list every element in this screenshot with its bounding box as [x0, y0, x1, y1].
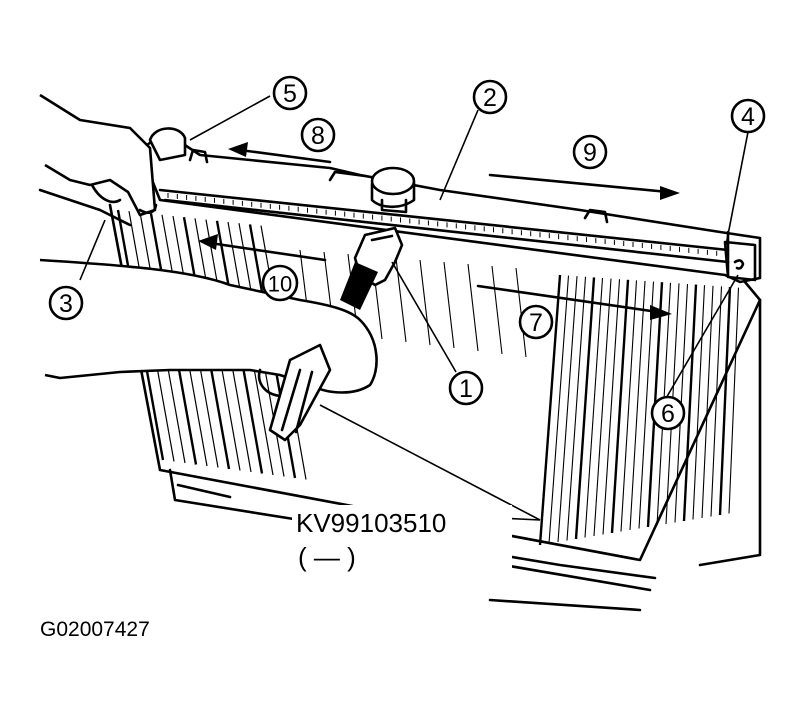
callout-9: 9	[572, 134, 608, 170]
core-fin-line	[682, 284, 698, 522]
radiator-cap	[370, 166, 416, 214]
arrow-9	[488, 173, 680, 200]
callout-8: 8	[300, 117, 336, 153]
core-fin-line	[610, 279, 630, 534]
core-fin-line	[467, 263, 479, 352]
callout-7: 7	[518, 304, 554, 340]
callout-2: 2	[472, 79, 508, 115]
core-fin-line	[602, 279, 621, 535]
tool-part-sublabel: ( — )	[298, 542, 356, 572]
svg-text:4: 4	[741, 103, 755, 131]
callout-3: 3	[48, 285, 84, 321]
arrow-7	[476, 284, 672, 320]
arrow-10	[198, 234, 327, 262]
figure-reference: G02007427	[40, 618, 150, 641]
svg-text:10: 10	[268, 272, 292, 297]
core-fin-line	[443, 261, 455, 349]
callout-10: 10	[261, 264, 299, 302]
core-fin-line	[701, 285, 714, 519]
core-fin-line	[629, 280, 646, 531]
core-fin-line	[718, 286, 732, 516]
core-fin-line	[419, 259, 431, 346]
leader-lines	[79, 95, 749, 521]
core-fin-line	[638, 281, 655, 529]
arrow-8	[228, 142, 332, 164]
svg-text:3: 3	[59, 290, 73, 318]
svg-text:9: 9	[583, 139, 597, 167]
core-fin-line	[515, 267, 527, 358]
core-fin-line	[491, 265, 503, 355]
svg-text:7: 7	[529, 309, 543, 337]
core-fin-line	[593, 278, 612, 537]
left-hand	[38, 93, 187, 227]
core-fin-line	[566, 276, 587, 541]
callout-6: 6	[650, 395, 686, 431]
core-fin-line	[584, 277, 604, 538]
callout-1: 1	[448, 370, 484, 406]
svg-text:2: 2	[483, 84, 497, 112]
callout-5: 5	[272, 75, 308, 111]
callout-4: 4	[730, 98, 766, 134]
core-fin-line	[548, 275, 570, 544]
core-fin-line	[574, 277, 596, 540]
core-fin-line	[620, 280, 638, 532]
tool-part-number: KV99103510	[296, 508, 446, 538]
svg-text:8: 8	[311, 122, 325, 150]
core-fin-line	[557, 276, 578, 543]
pliers-tool	[268, 226, 404, 442]
upper-tank	[138, 130, 762, 284]
core-fin-line	[692, 285, 706, 520]
core-fin-line	[538, 274, 562, 546]
svg-text:6: 6	[661, 400, 675, 428]
core-fin-line	[710, 286, 723, 517]
svg-text:5: 5	[283, 80, 297, 108]
svg-text:1: 1	[459, 375, 473, 403]
core-fin-line	[728, 287, 740, 514]
